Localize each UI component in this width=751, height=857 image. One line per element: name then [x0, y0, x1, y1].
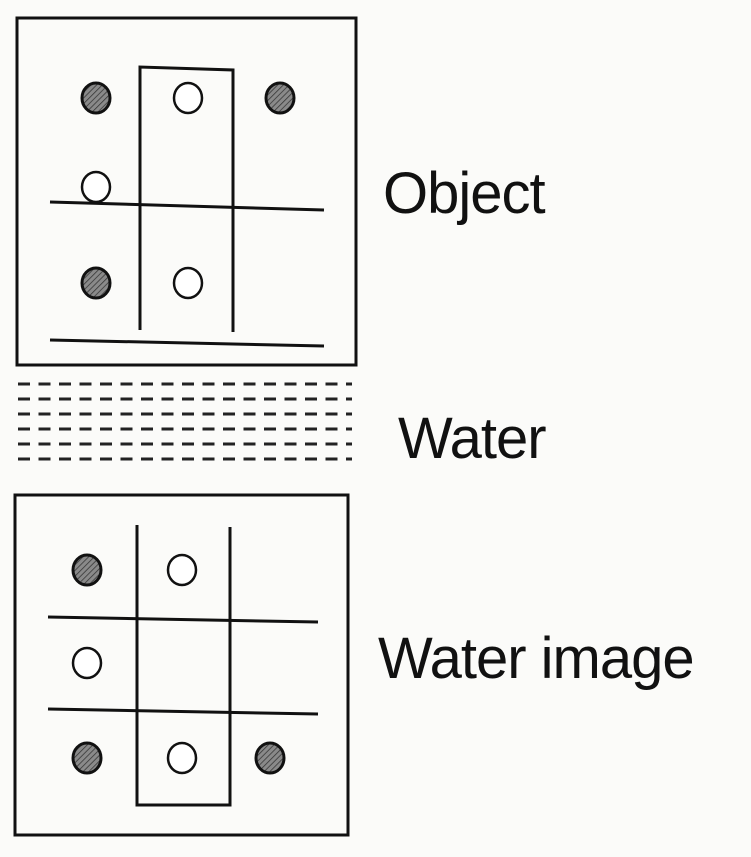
object-filled-dot: [80, 81, 112, 115]
object-grid-line-1: [49, 200, 325, 212]
water-label: Water: [398, 406, 547, 471]
water-image-grid-line-1: [47, 615, 319, 624]
object-label: Object: [383, 161, 546, 226]
object-filled-dot: [80, 266, 112, 300]
water-image-open-dot: [71, 646, 103, 680]
object-frame: [15, 16, 358, 367]
water-image-filled-dot: [71, 741, 103, 775]
water-image-center-column: [135, 525, 232, 807]
water-image-figure: [13, 493, 350, 837]
water-surface: [18, 382, 352, 461]
water-image-open-dot: [166, 741, 198, 775]
object-grid-line-2: [49, 338, 325, 348]
water-image-frame: [13, 493, 350, 837]
water-image-filled-dot: [71, 553, 103, 587]
water-image-open-dot: [166, 553, 198, 587]
object-open-dot: [172, 266, 204, 300]
object-filled-dot: [264, 81, 296, 115]
object-figure: [15, 16, 358, 367]
water-image-label: Water image: [378, 626, 695, 691]
object-open-dot: [172, 81, 204, 115]
water-image-grid-line-2: [47, 707, 319, 716]
object-open-dot: [80, 170, 112, 204]
object-center-column: [138, 65, 235, 332]
water-image-filled-dot: [254, 741, 286, 775]
